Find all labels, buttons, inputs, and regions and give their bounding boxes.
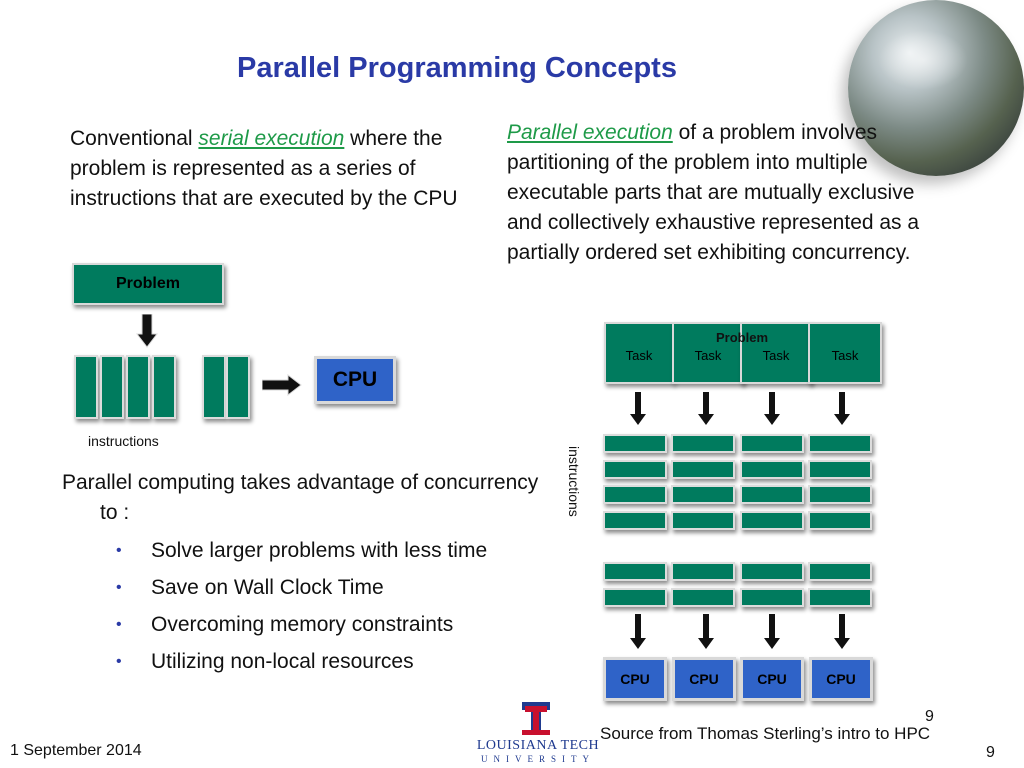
instruction-bar [740, 485, 804, 504]
source-note: Source from Thomas Sterling’s intro to H… [600, 724, 931, 743]
serial-cpu-box: CPU [314, 356, 396, 404]
task-down-arrow [698, 392, 714, 425]
parallel-description: Parallel execution of a problem involves… [507, 118, 947, 268]
cpu-box: CPU [672, 657, 736, 701]
instruction-bar [808, 460, 872, 479]
bullet-item: Solve larger problems with less time [110, 535, 520, 566]
task-down-arrow [630, 392, 646, 425]
date-footer: 1 September 2014 [10, 742, 142, 759]
instruction-bar [740, 511, 804, 530]
slide-number-top: 9 [925, 708, 934, 725]
university-logo: LOUISIANA TECH UNIVERSITY [470, 700, 606, 766]
instruction-bar [603, 588, 667, 607]
cpu-box: CPU [740, 657, 804, 701]
instruction-bar [808, 562, 872, 581]
serial-problem-box: Problem [72, 263, 224, 305]
instruction-bar [671, 485, 735, 504]
bullet-item: Overcoming memory constraints [110, 609, 520, 640]
cpu-down-arrow [764, 614, 780, 649]
serial-rest: where the problem is represented as a se… [70, 127, 458, 210]
logo-line-1: LOUISIANA TECH [476, 738, 600, 753]
slide-title: Parallel Programming Concepts [237, 52, 677, 84]
cpu-down-arrow [630, 614, 646, 649]
parallel-execution-link[interactable]: Parallel execution [507, 121, 673, 144]
instruction-bar [126, 355, 150, 419]
instruction-bar [740, 588, 804, 607]
cpu-down-arrow [834, 614, 850, 649]
instruction-bar [808, 511, 872, 530]
instruction-bar [603, 485, 667, 504]
instruction-bar [202, 355, 226, 419]
instruction-bar [671, 562, 735, 581]
instruction-bar [74, 355, 98, 419]
instruction-bar [671, 588, 735, 607]
parallel-rest: of a problem involves partitioning of th… [507, 121, 920, 264]
serial-instructions-label: instructions [88, 433, 159, 449]
instruction-bar [808, 588, 872, 607]
task-box: Task [808, 322, 882, 384]
globe-image [848, 0, 1024, 176]
parallel-computing-text: Parallel computing takes advantage of co… [62, 471, 539, 524]
cpu-box: CPU [603, 657, 667, 701]
parallel-instructions-label: instructions [566, 446, 582, 517]
instruction-bar [226, 355, 250, 419]
logo-emblem-icon [522, 702, 550, 735]
instruction-bar [603, 434, 667, 453]
instruction-bar [740, 434, 804, 453]
serial-execution-link[interactable]: serial execution [198, 127, 345, 150]
cpu-down-arrow [698, 614, 714, 649]
instruction-bar [740, 562, 804, 581]
serial-prefix: Conventional [70, 127, 199, 150]
task-down-arrow [834, 392, 850, 425]
slide-number-bottom: 9 [986, 744, 995, 761]
instruction-bar [671, 460, 735, 479]
instruction-bar [671, 434, 735, 453]
bullet-list: Solve larger problems with less time Sav… [110, 535, 520, 683]
serial-description: Conventional serial execution where the … [70, 124, 470, 214]
bullet-item: Utilizing non-local resources [110, 646, 520, 677]
parallel-problem-label: Problem [715, 330, 768, 345]
instruction-bar [603, 511, 667, 530]
instruction-bar [671, 511, 735, 530]
cpu-box: CPU [809, 657, 873, 701]
serial-down-arrow [136, 314, 158, 348]
instruction-bar [152, 355, 176, 419]
instruction-bar [740, 460, 804, 479]
logo-line-2: UNIVERSITY [481, 754, 595, 764]
instruction-bar [603, 460, 667, 479]
task-box: Task [604, 322, 674, 384]
instruction-bar [603, 562, 667, 581]
instruction-bar [808, 434, 872, 453]
instruction-bar [100, 355, 124, 419]
bullet-item: Save on Wall Clock Time [110, 572, 520, 603]
task-down-arrow [764, 392, 780, 425]
serial-right-arrow [262, 374, 302, 396]
instruction-bar [808, 485, 872, 504]
